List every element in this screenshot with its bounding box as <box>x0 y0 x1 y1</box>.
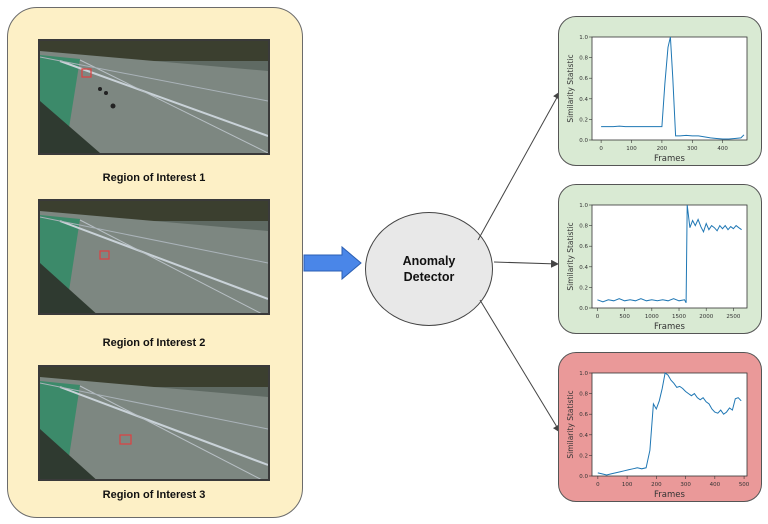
x-tick-label: 400 <box>717 146 728 152</box>
similarity-chart-3: 0 100 200 300 400 500 0.0 0.2 0.4 0.6 0.8 1.0Frames… <box>566 371 750 500</box>
y-tick-label: 0.2 <box>579 117 588 123</box>
x-axis-label: Frames <box>654 322 685 332</box>
y-tick-label: 0.4 <box>579 97 588 103</box>
highway-camera-image <box>40 367 268 479</box>
y-axis-label: Similarity Statistic <box>566 390 575 458</box>
x-tick-label: 2500 <box>726 314 740 320</box>
x-tick-label: 400 <box>710 482 721 488</box>
y-tick-label: 0.6 <box>579 412 588 418</box>
block-arrow-icon <box>303 245 362 281</box>
roi-1-image <box>38 39 270 155</box>
plot-area <box>591 36 748 141</box>
y-tick-label: 0.8 <box>579 392 588 398</box>
plot-area <box>591 204 748 309</box>
roi-box <box>119 434 132 445</box>
x-tick-label: 200 <box>651 482 662 488</box>
roi-3-image <box>38 365 270 481</box>
roi-2-label: Region of Interest 2 <box>102 337 206 349</box>
y-tick-label: 0.0 <box>579 138 588 144</box>
x-tick-label: 0 <box>596 482 600 488</box>
x-axis-label: Frames <box>654 490 685 500</box>
x-tick-label: 300 <box>680 482 691 488</box>
connector-line-3 <box>479 299 561 433</box>
x-tick-label: 500 <box>739 482 750 488</box>
x-tick-label: 0 <box>599 146 603 152</box>
plot-area <box>591 372 748 477</box>
y-tick-label: 1.0 <box>579 371 588 377</box>
roi-box <box>81 68 92 78</box>
x-tick-label: 2000 <box>699 314 713 320</box>
x-tick-label: 100 <box>626 146 637 152</box>
y-tick-label: 0.6 <box>579 244 588 250</box>
y-tick-label: 0.8 <box>579 56 588 62</box>
y-tick-label: 0.0 <box>579 474 588 480</box>
y-tick-label: 1.0 <box>579 203 588 209</box>
anomaly-detector-node: Anomaly Detector <box>365 212 493 326</box>
roi-2-image <box>38 199 270 315</box>
x-tick-label: 1500 <box>672 314 686 320</box>
anomaly-detector-label: Anomaly Detector <box>402 254 456 284</box>
y-tick-label: 0.2 <box>579 453 588 459</box>
x-tick-label: 0 <box>596 314 600 320</box>
roi-1-label: Region of Interest 1 <box>102 172 206 184</box>
roi-box <box>99 250 110 260</box>
x-tick-label: 100 <box>622 482 633 488</box>
y-tick-label: 0.0 <box>579 306 588 312</box>
similarity-chart-2: 0 500 1000 1500 2000 2500 0.0 0.2 0.4 0.6 0.8 1.0Fr… <box>566 203 748 332</box>
highway-camera-image <box>40 201 268 313</box>
x-tick-label: 1000 <box>645 314 659 320</box>
y-tick-label: 0.6 <box>579 76 588 82</box>
y-tick-label: 0.4 <box>579 433 588 439</box>
connector-line-2 <box>493 259 559 268</box>
y-tick-label: 0.8 <box>579 224 588 230</box>
roi-3-label: Region of Interest 3 <box>102 489 206 501</box>
y-tick-label: 0.2 <box>579 285 588 291</box>
x-axis-label: Frames <box>654 154 685 164</box>
x-tick-label: 300 <box>687 146 698 152</box>
y-axis-label: Similarity Statistic <box>566 222 575 290</box>
y-axis-label: Similarity Statistic <box>566 54 575 122</box>
series-line <box>597 372 742 476</box>
x-tick-label: 200 <box>657 146 668 152</box>
series-line <box>601 36 745 140</box>
y-tick-label: 0.4 <box>579 265 588 271</box>
highway-camera-image <box>40 41 268 153</box>
y-tick-label: 1.0 <box>579 35 588 41</box>
series-line <box>597 204 742 304</box>
x-tick-label: 500 <box>619 314 630 320</box>
connector-line-1 <box>477 91 561 241</box>
